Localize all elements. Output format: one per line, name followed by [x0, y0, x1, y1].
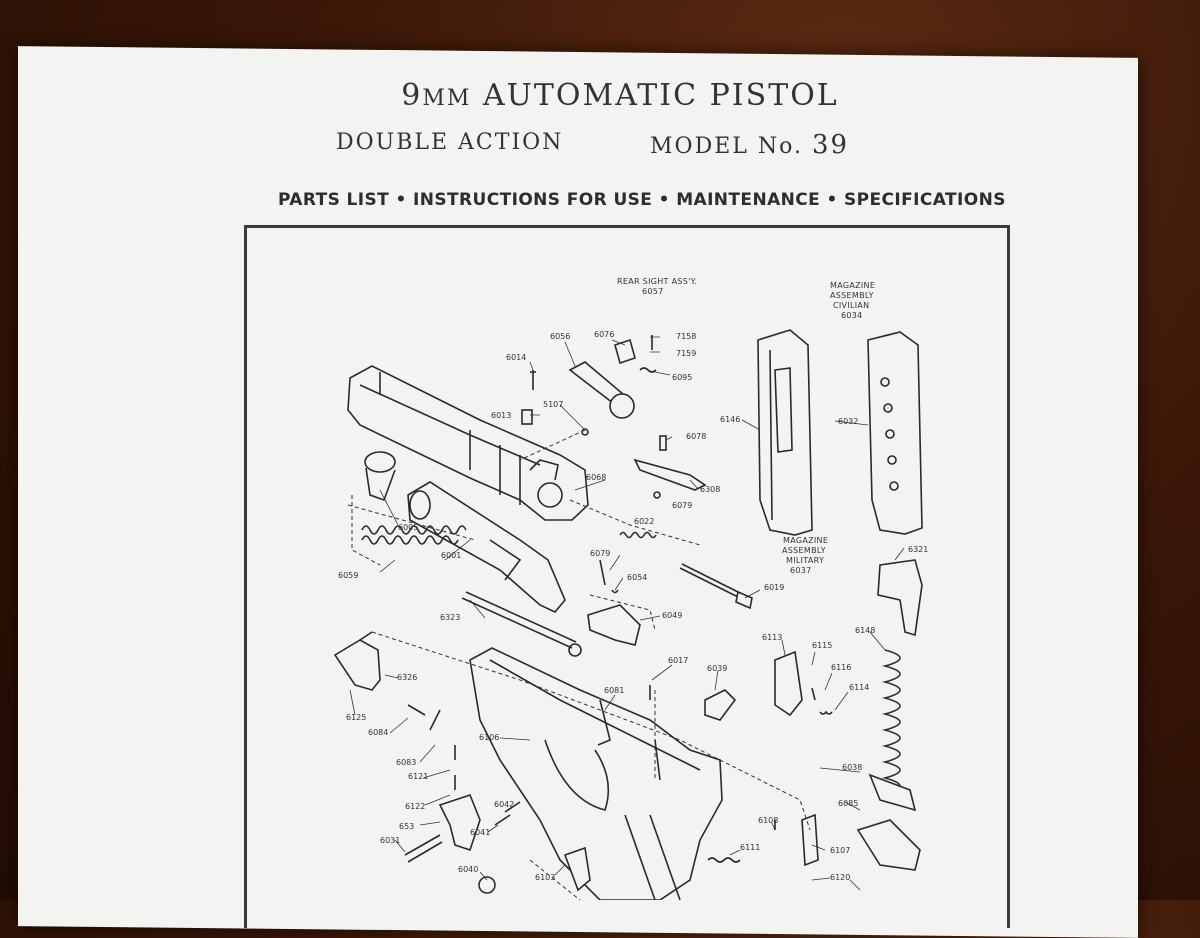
mag-civilian-caption-4: 6034	[841, 311, 863, 320]
part-number-label: 6321	[908, 545, 928, 554]
model-number: 39	[811, 130, 850, 160]
part-number-label: 6146	[720, 415, 740, 424]
part-number-label: 6014	[506, 353, 526, 362]
part-number-label: 6111	[740, 843, 760, 852]
part-number-label: 6125	[346, 713, 366, 722]
mag-military-caption-3: MILITARY	[786, 556, 824, 565]
recoil-spring-drawing	[361, 525, 467, 545]
part-number-label: 6059	[338, 571, 358, 580]
part-number-label: 6103	[535, 873, 555, 882]
barrel-drawing	[407, 481, 566, 613]
mag-military-caption-4: 6037	[790, 566, 812, 575]
magazine-military-drawing	[757, 329, 813, 536]
magazine-civilian-drawing	[867, 331, 923, 535]
part-number-label: 6041	[470, 828, 490, 837]
sear-drawing	[704, 650, 833, 867]
safety-drawing	[587, 559, 641, 646]
part-number-label: 6017	[668, 656, 688, 665]
part-number-label: 6107	[830, 846, 850, 855]
mag-civilian-caption-1: MAGAZINE	[830, 281, 875, 290]
part-number-label: 6049	[662, 611, 682, 620]
part-number-label: 6079	[672, 501, 692, 510]
exploded-parts-diagram: REAR SIGHT ASS'Y. 6057 MAGAZINE ASSEMBLY…	[333, 277, 928, 900]
part-number-label: 6022	[634, 517, 654, 526]
part-number-label: 6005	[398, 523, 418, 532]
assembly-lines	[347, 429, 811, 900]
document-title: 9MM AUTOMATIC PISTOL	[385, 78, 855, 113]
part-number-label: 6121	[408, 772, 428, 781]
part-number-label: 6113	[762, 633, 782, 642]
title-main: AUTOMATIC PISTOL	[482, 78, 839, 113]
part-number-label: 6148	[855, 626, 875, 635]
part-number-label: 6085	[838, 799, 858, 808]
part-number-label: 6122	[405, 802, 425, 811]
part-number-label: 6001	[441, 551, 461, 560]
part-number-label: 6078	[686, 432, 706, 441]
hammer-drawing	[404, 794, 591, 894]
part-number-label: 5107	[543, 400, 563, 409]
part-number-label: 6084	[368, 728, 388, 737]
rear-sight-caption-1: REAR SIGHT ASS'Y.	[617, 277, 697, 286]
part-number-label: 6106	[479, 733, 499, 742]
part-number-label: 6076	[594, 330, 614, 339]
part-number-label: 6323	[440, 613, 460, 622]
part-number-label: 6038	[842, 763, 862, 772]
part-number-label: 6083	[396, 758, 416, 767]
caliber-unit: MM	[422, 86, 472, 111]
part-number-label: 653	[399, 822, 414, 831]
mag-military-caption-1: MAGAZINE	[783, 536, 828, 545]
part-number-label: 6108	[758, 816, 778, 825]
part-number-label: 6013	[491, 411, 511, 420]
part-number-label: 7159	[676, 349, 696, 358]
rear-sight-drawing	[521, 335, 657, 436]
firing-pin-drawing	[619, 531, 753, 610]
part-number-label: 6120	[830, 873, 850, 882]
part-number-label: 6039	[707, 664, 727, 673]
mag-civilian-caption-2: ASSEMBLY	[830, 291, 874, 300]
slide-stop-drawing	[333, 631, 381, 691]
diagram-frame	[244, 225, 1010, 928]
part-number-label: 6326	[397, 673, 417, 682]
part-number-label: 6116	[831, 663, 851, 672]
part-number-label: 6081	[604, 686, 624, 695]
part-number-label: 6032	[838, 417, 858, 426]
magazine-catch-drawing	[877, 559, 923, 637]
part-number-label: 6095	[672, 373, 692, 382]
part-number-label: 6056	[550, 332, 570, 341]
part-number-label: 6308	[700, 485, 720, 494]
frame-drawing	[469, 647, 723, 900]
small-parts-drawing	[407, 685, 776, 830]
part-number-label: 6114	[849, 683, 869, 692]
part-number-labels: 6056 6076 7158 7159 6095 6014 6013 5107 6078 6308…	[338, 330, 928, 882]
part-number-label: 6019	[764, 583, 784, 592]
leader-lines	[349, 336, 905, 891]
part-number-label: 6079	[590, 549, 610, 558]
part-number-label: 6115	[812, 641, 832, 650]
caliber-number: 9	[401, 78, 423, 113]
rear-sight-caption-2: 6057	[642, 287, 664, 296]
subtitle-action: DOUBLE ACTION	[336, 130, 564, 155]
guide-rod-drawing	[461, 591, 582, 657]
slide-drawing	[347, 365, 589, 521]
mainspring-drawing	[856, 649, 921, 871]
part-number-label: 6068	[586, 473, 606, 482]
part-number-label: 6054	[627, 573, 647, 582]
part-number-label: 6031	[380, 836, 400, 845]
part-number-label: 6042	[494, 800, 514, 809]
part-number-label: 7158	[676, 332, 696, 341]
mag-civilian-caption-3: CIVILIAN	[833, 301, 869, 310]
section-list: PARTS LIST • INSTRUCTIONS FOR USE • MAIN…	[278, 190, 1006, 210]
model-prefix: MODEL No.	[650, 134, 803, 159]
barrel-bushing-drawing	[364, 451, 396, 502]
extractor-drawing	[633, 435, 707, 499]
part-number-label: 6040	[458, 865, 478, 874]
mag-military-caption-2: ASSEMBLY	[782, 546, 826, 555]
subtitle-model: MODEL No. 39	[650, 130, 849, 160]
